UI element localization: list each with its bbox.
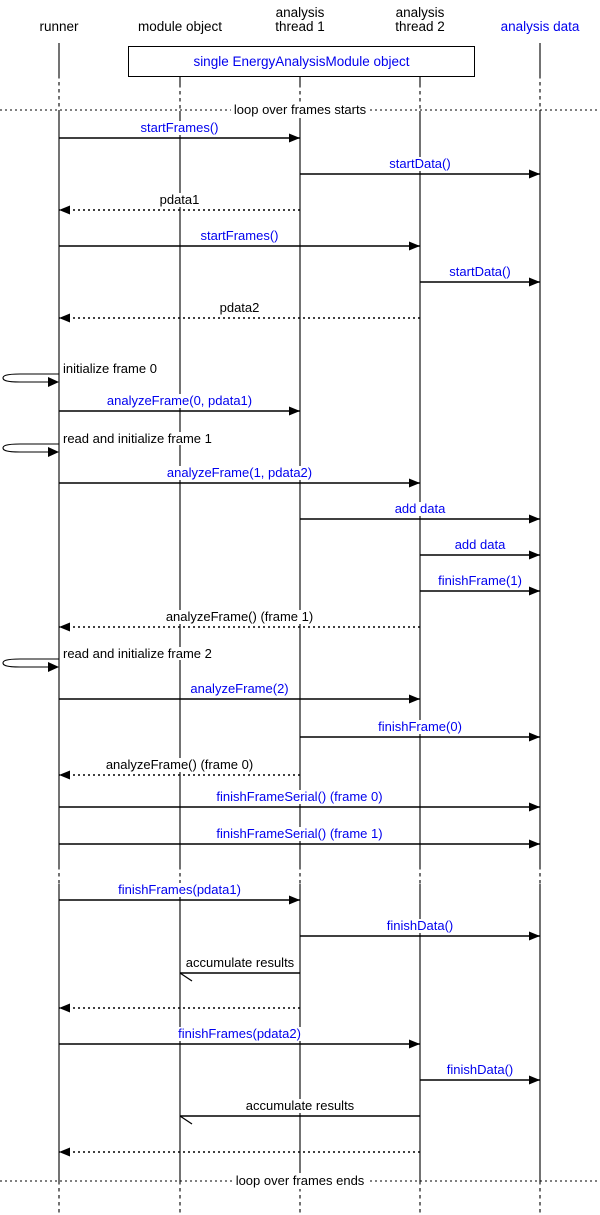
message-label: startData() (387, 156, 453, 171)
participant-label-line: analysis data (500, 19, 580, 34)
message-label: analyzeFrame() (frame 0) (103, 757, 256, 772)
arrowhead-icon (529, 550, 540, 560)
separator-label: loop over frames starts (230, 102, 370, 118)
message-label: finishFrames(pdata1) (116, 882, 243, 897)
message-label: add data (452, 537, 508, 552)
participant-label-module: module object (138, 20, 222, 34)
participant-label-line: analysis (275, 5, 325, 20)
message-label: startFrames() (198, 228, 281, 243)
arrowhead-icon (529, 732, 540, 742)
message-label: analyzeFrame(1, pdata2) (164, 465, 315, 480)
message-label: startFrames() (138, 120, 221, 135)
message-label: accumulate results (183, 955, 297, 970)
arrowhead-icon (59, 1003, 70, 1013)
message-label: analyzeFrame() (frame 1) (163, 609, 316, 624)
participant-label-runner: runner (39, 20, 78, 34)
participant-label-line: module object (137, 19, 223, 34)
message-label: pdata1 (157, 192, 202, 207)
arrowhead-icon (529, 514, 540, 524)
message-label: finishFrames(pdata2) (176, 1026, 303, 1041)
arrowhead-icon (409, 1039, 420, 1049)
self-loop-icon (2, 658, 59, 668)
message-label: analyzeFrame(2) (188, 681, 291, 696)
message-label: add data (392, 501, 448, 516)
message-label: finishFrameSerial() (frame 0) (214, 789, 385, 804)
arrowhead-icon (409, 694, 420, 704)
arrowhead-icon (529, 169, 540, 179)
arrowhead-icon (59, 205, 70, 215)
participant-label-line: runner (39, 19, 79, 34)
arrowhead-icon (48, 662, 59, 672)
participant-label-line: thread 1 (275, 19, 325, 34)
message-label: finishData() (384, 918, 456, 933)
message-label: finishFrame(0) (376, 719, 464, 734)
message-label: pdata2 (217, 300, 262, 315)
arrowhead-icon (529, 277, 540, 287)
separator-label: loop over frames ends (232, 1173, 368, 1189)
participant-label-data: analysis data (501, 20, 580, 34)
arrowhead-icon (409, 478, 420, 488)
arrowhead-icon (48, 447, 59, 457)
self-loop-icon (2, 373, 59, 383)
arrowhead-icon (289, 895, 300, 905)
arrowhead-icon (289, 406, 300, 416)
message-label: finishFrame(1) (436, 573, 524, 588)
message-label: analyzeFrame(0, pdata1) (104, 393, 255, 408)
object-box-label: single EnergyAnalysisModule object (193, 54, 410, 69)
arrowhead-icon (529, 1075, 540, 1085)
participant-label-line: analysis (395, 5, 445, 20)
participant-label-line: thread 2 (395, 19, 445, 34)
message-label: finishData() (444, 1062, 516, 1077)
arrowhead-icon (59, 1147, 70, 1157)
arrowhead-icon (529, 931, 540, 941)
message-label: startData() (447, 264, 513, 279)
self-message-label: initialize frame 0 (63, 361, 157, 376)
arrowhead-icon (59, 770, 70, 780)
object-box: single EnergyAnalysisModule object (128, 46, 475, 77)
self-loop-icon (2, 443, 59, 453)
message-label: accumulate results (243, 1098, 357, 1113)
message-label: finishFrameSerial() (frame 1) (214, 826, 385, 841)
self-message-label: read and initialize frame 1 (63, 431, 212, 446)
arrowhead-icon (409, 241, 420, 251)
open-arrowhead-icon (179, 972, 193, 982)
self-message-label: read and initialize frame 2 (63, 646, 212, 661)
arrowhead-icon (529, 586, 540, 596)
arrowhead-icon (59, 313, 70, 323)
open-arrowhead-icon (179, 1115, 193, 1125)
arrowhead-icon (48, 377, 59, 387)
arrowhead-icon (59, 622, 70, 632)
arrowhead-icon (289, 133, 300, 143)
arrowhead-icon (529, 839, 540, 849)
arrowhead-icon (529, 802, 540, 812)
